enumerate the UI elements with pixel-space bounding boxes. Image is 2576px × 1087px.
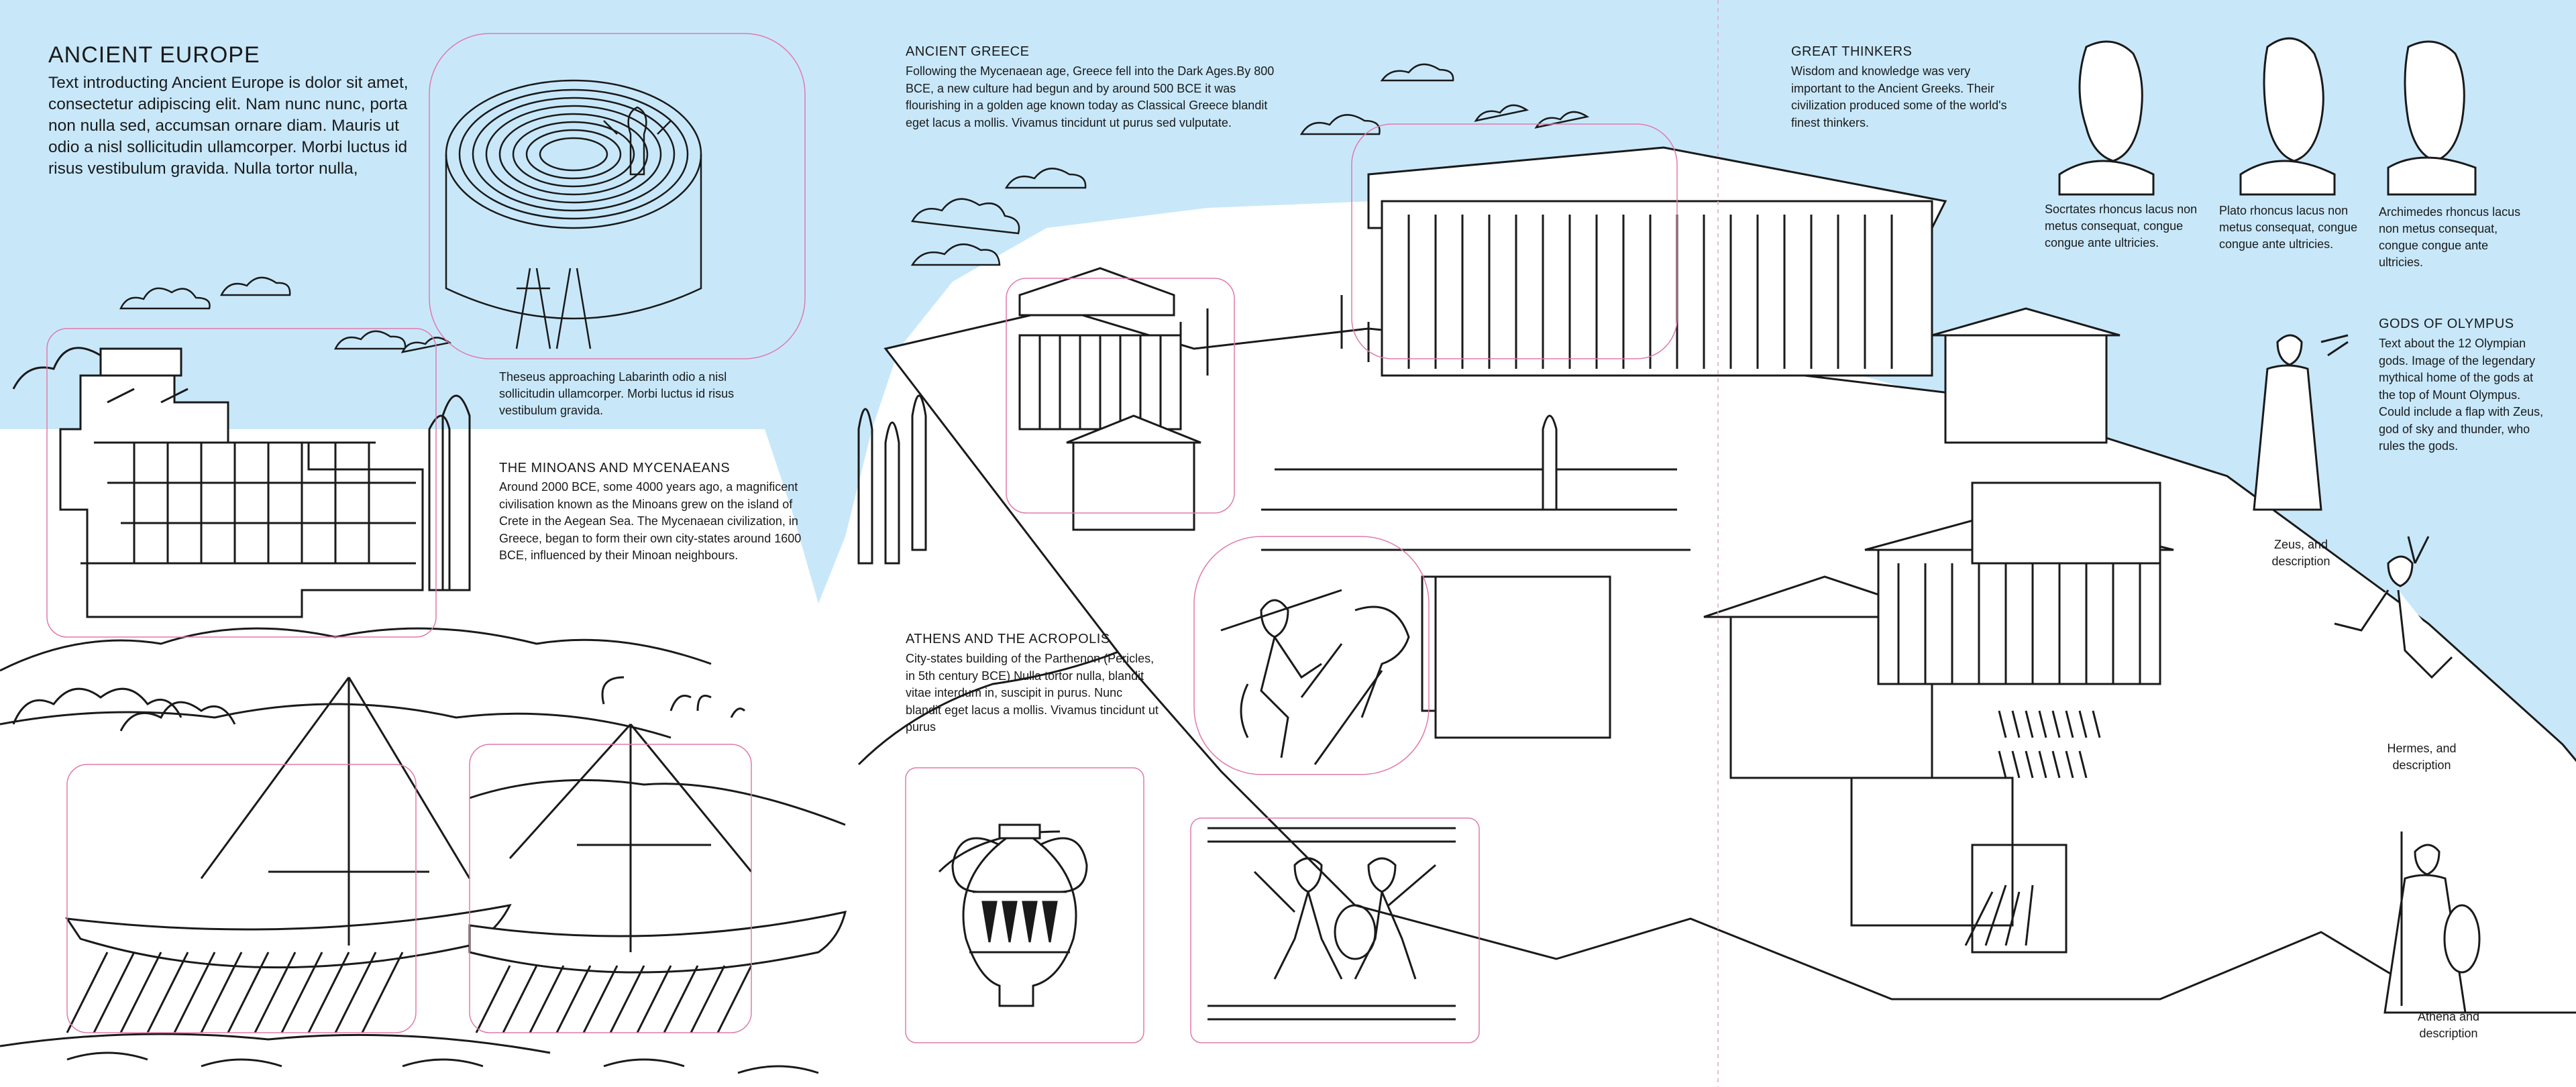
plato-caption: Plato rhoncus lacus non metus consequat,…: [2219, 204, 2358, 251]
hermes-caption: Hermes, and description: [2387, 742, 2457, 772]
minoan-ships-illustration: [64, 677, 847, 1074]
page-gutter: [1717, 0, 1719, 1087]
philosopher-busts: [2058, 37, 2477, 196]
clouds: [119, 63, 1590, 353]
athens-heading: ATHENS AND THE ACROPOLIS: [906, 632, 1110, 646]
socrates-caption: Socrtates rhoncus lacus non metus conseq…: [2045, 203, 2198, 249]
warrior-horse-illustration: [1220, 589, 1410, 765]
minoans-heading: THE MINOANS AND MYCENAEANS: [499, 461, 731, 475]
left-sky-block: [0, 0, 872, 429]
labyrinth-illustration: [445, 79, 702, 349]
guide-frames: [46, 33, 1678, 1043]
gods-text: Text about the 12 Olympian gods. Image o…: [2379, 337, 2544, 453]
minoan-palace-illustration: [59, 347, 471, 618]
gods-figures: [2253, 334, 2481, 1014]
athena-caption: Athena and description: [2417, 1010, 2480, 1040]
amphora-illustration: [951, 823, 1088, 1007]
ancient-greece-text: Following the Mycenaean age, Greece fell…: [906, 64, 1275, 129]
athens-text: City-states building of the Parthenon (P…: [906, 652, 1159, 734]
page-title: ANCIENT EUROPE: [48, 42, 260, 68]
great-thinkers-text: Wisdom and knowledge was very important …: [1791, 64, 2007, 129]
great-thinkers-heading: GREAT THINKERS: [1791, 44, 1913, 59]
intro-text: Text introducting Ancient Europe is dolo…: [48, 74, 409, 178]
labyrinth-caption: Theseus approaching Labarinth odio a nis…: [499, 370, 735, 417]
minoans-text: Around 2000 BCE, some 4000 years ago, a …: [499, 480, 802, 562]
archimedes-caption: Archimedes rhoncus lacus non metus conse…: [2379, 205, 2521, 269]
cypress-trees: [857, 394, 2034, 946]
ancient-greece-heading: ANCIENT GREECE: [906, 44, 1030, 59]
hoplite-frieze-illustration: [1208, 827, 1456, 1021]
acropolis-illustration: [883, 146, 2576, 1014]
zeus-caption: Zeus, and description: [2271, 538, 2330, 568]
gods-heading: GODS OF OLYMPUS: [2379, 317, 2514, 331]
